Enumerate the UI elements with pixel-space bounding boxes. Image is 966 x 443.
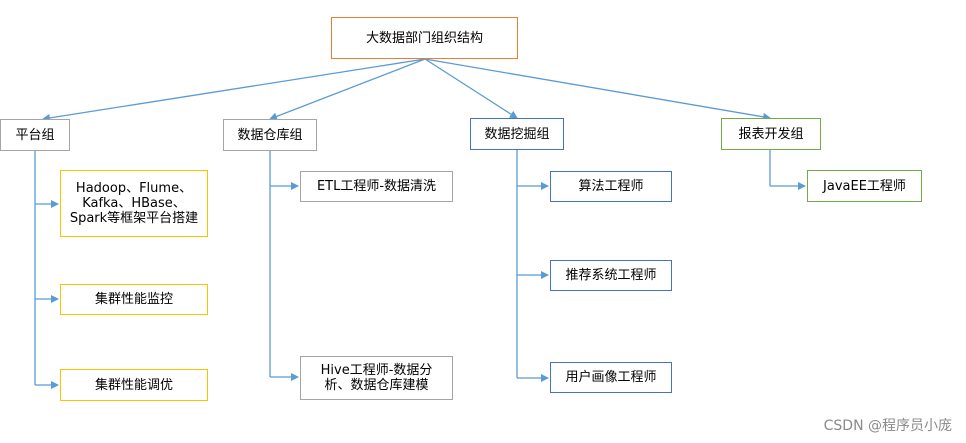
platform-child-framework: Hadoop、Flume、Kafka、HBase、Spark等框架平台搭建 xyxy=(60,170,208,237)
platform-child-monitor: 集群性能监控 xyxy=(60,284,208,315)
group-label-platform: 平台组 xyxy=(15,127,55,143)
warehouse-child-hive-label: Hive工程师-数据分析、数据仓库建模 xyxy=(320,363,433,393)
edge-root-report xyxy=(424,58,771,121)
root-label: 大数据部门组织结构 xyxy=(365,30,483,46)
group-node-platform: 平台组 xyxy=(0,119,70,151)
mining-child-profile: 用户画像工程师 xyxy=(550,362,672,393)
report-child-javaee: JavaEE工程师 xyxy=(807,170,922,202)
root-node: 大数据部门组织结构 xyxy=(331,17,518,59)
platform-child-monitor-label: 集群性能监控 xyxy=(94,292,173,307)
group-node-report: 报表开发组 xyxy=(721,118,821,150)
group-node-mining: 数据挖掘组 xyxy=(470,118,564,150)
watermark: CSDN @程序员小庞 xyxy=(823,418,952,434)
platform-child-framework-label: Hadoop、Flume、Kafka、HBase、Spark等框架平台搭建 xyxy=(69,181,199,226)
mining-child-algorithm-label: 算法工程师 xyxy=(578,179,644,194)
report-child-javaee-label: JavaEE工程师 xyxy=(823,178,906,194)
warehouse-child-etl-label: ETL工程师-数据清洗 xyxy=(316,179,437,194)
mining-child-profile-label: 用户画像工程师 xyxy=(565,370,657,385)
group-label-warehouse: 数据仓库组 xyxy=(237,127,303,143)
warehouse-child-etl: ETL工程师-数据清洗 xyxy=(300,171,453,202)
edge-root-platform xyxy=(42,58,426,122)
platform-child-tuning-label: 集群性能调优 xyxy=(94,377,173,393)
platform-child-tuning: 集群性能调优 xyxy=(60,369,208,401)
mining-child-algorithm: 算法工程师 xyxy=(550,171,672,202)
mining-child-recommend-label: 推荐系统工程师 xyxy=(565,268,657,283)
warehouse-child-hive: Hive工程师-数据分析、数据仓库建模 xyxy=(300,356,453,400)
group-label-mining: 数据挖掘组 xyxy=(484,126,550,142)
mining-child-recommend: 推荐系统工程师 xyxy=(550,260,672,291)
edge-root-mining xyxy=(424,58,518,119)
edge-root-warehouse xyxy=(269,58,426,121)
group-label-report: 报表开发组 xyxy=(738,126,804,142)
group-node-warehouse: 数据仓库组 xyxy=(223,119,317,151)
